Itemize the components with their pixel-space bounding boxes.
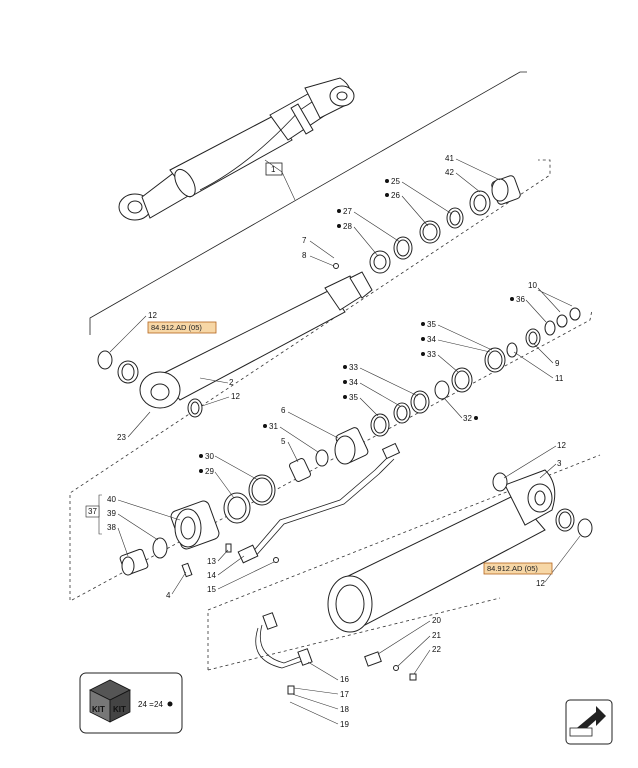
svg-text:KIT: KIT: [113, 705, 126, 714]
callout-26: 26: [391, 191, 400, 200]
callout-17: 17: [340, 690, 349, 699]
callout-10: 10: [528, 281, 537, 290]
callout-34a: 34: [427, 335, 436, 344]
callout-12a: 12: [148, 311, 157, 320]
callout-32: 32: [463, 414, 472, 423]
reference-top[interactable]: 84.912.AD (05): [147, 321, 217, 334]
callout-12b: 12: [231, 392, 240, 401]
callout-3: 3: [557, 459, 562, 468]
callout-34b: 34: [349, 378, 358, 387]
callout-6: 6: [281, 406, 286, 415]
callout-30: 30: [205, 452, 214, 461]
callout-5: 5: [281, 437, 286, 446]
kit-legend: KIT KIT 24 = 24: [79, 672, 183, 734]
next-page-arrow-icon[interactable]: [565, 699, 613, 745]
callout-37: 37: [88, 507, 97, 516]
callout-12c: 12: [557, 441, 566, 450]
pipe-clamp: [255, 612, 313, 695]
svg-text:24: 24: [154, 700, 163, 709]
callout-16: 16: [340, 675, 349, 684]
callout-35a: 35: [427, 320, 436, 329]
callout-33b: 33: [349, 363, 358, 372]
callout-29: 29: [205, 467, 214, 476]
callout-28: 28: [343, 222, 352, 231]
callout-15: 15: [207, 585, 216, 594]
seal-stack-top: [369, 175, 521, 274]
callout-14: 14: [207, 571, 216, 580]
callout-18: 18: [340, 705, 349, 714]
svg-text:1: 1: [271, 165, 276, 174]
pipe-line: [237, 442, 401, 564]
callout-39: 39: [107, 509, 116, 518]
kit-bullets: [199, 179, 514, 473]
callout-12d: 12: [536, 579, 545, 588]
callout-11: 11: [555, 374, 564, 383]
callout-25: 25: [391, 177, 400, 186]
callout-42: 42: [445, 168, 454, 177]
callout-23: 23: [117, 433, 126, 442]
callout-20: 20: [432, 616, 441, 625]
callout-9: 9: [555, 359, 560, 368]
kit-box-icon: KIT KIT: [89, 679, 131, 723]
assembled-cylinder: [118, 77, 355, 221]
callout-40: 40: [107, 495, 116, 504]
reference-bottom[interactable]: 84.912.AD (05): [483, 562, 553, 575]
callout-31: 31: [269, 422, 278, 431]
svg-text:24 =: 24 =: [138, 700, 154, 709]
seal-stack-middle: [370, 307, 581, 437]
callouts: 2 3 4 5 6 7 8 9 10 11 12 12 12 12 13 14 …: [85, 154, 581, 729]
cylinder-barrel: [327, 469, 593, 633]
small-hardware: [181, 263, 339, 578]
callout-22: 22: [432, 645, 441, 654]
callout-1: 1: [264, 159, 296, 201]
callout-38: 38: [107, 523, 116, 532]
callout-27: 27: [343, 207, 352, 216]
svg-text:84.912.AD (05): 84.912.AD (05): [151, 323, 202, 332]
callout-21: 21: [432, 631, 441, 640]
callout-2: 2: [229, 378, 234, 387]
piston: [289, 427, 369, 482]
rod-end-bushings: [97, 350, 203, 418]
gland-head: [119, 474, 276, 576]
callout-36: 36: [516, 295, 525, 304]
callout-19: 19: [340, 720, 349, 729]
fitting: [364, 651, 417, 681]
svg-text:KIT: KIT: [92, 705, 105, 714]
callout-35b: 35: [349, 393, 358, 402]
callout-41: 41: [445, 154, 454, 163]
piston-rod: [139, 271, 373, 409]
callout-13: 13: [207, 557, 216, 566]
callout-4: 4: [166, 591, 171, 600]
callout-8: 8: [302, 251, 307, 260]
callout-33a: 33: [427, 350, 436, 359]
svg-text:84.912.AD (05): 84.912.AD (05): [487, 564, 538, 573]
callout-7: 7: [302, 236, 307, 245]
section-outlines: [69, 71, 601, 671]
